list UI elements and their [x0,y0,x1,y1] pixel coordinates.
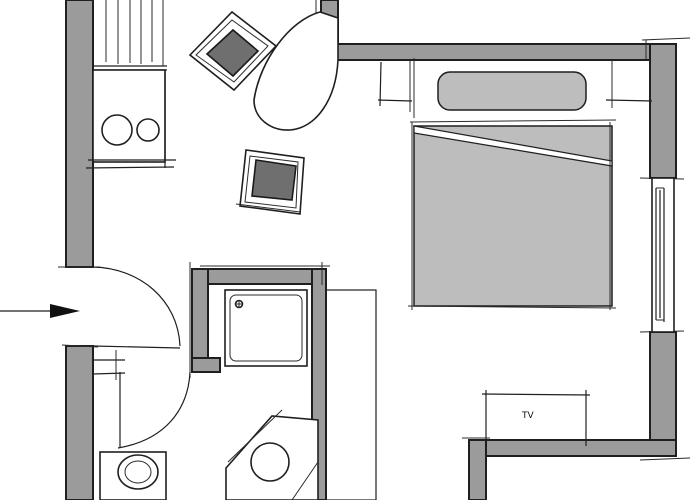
left-partition [92,350,126,380]
washbasin [225,409,319,500]
arrow-right-icon [50,304,80,318]
window-right [651,177,675,333]
basin-bowl [250,442,290,482]
entrance [0,304,80,318]
wall-left-lower [65,345,94,500]
headboard [409,58,587,118]
wall-right-upper [649,43,677,179]
wall-bath-left [191,268,209,372]
wall-room-top [320,43,672,61]
nightstand-right [605,60,653,108]
entry-door-swing [92,266,181,349]
shower [224,289,308,367]
tv-unit: TV [481,390,591,446]
tv-label: TV [521,411,534,421]
chair-bottom [235,149,305,215]
hob-small [136,118,160,142]
wall-right-lower [649,331,677,455]
wall-bath-top [191,268,325,285]
wall-bottom-stub [468,439,487,500]
bed [407,119,617,310]
wall-bath-foot [191,357,221,373]
bathroom-door-swing [117,371,191,449]
wall-left-upper [65,0,94,268]
toilet [99,451,167,500]
kitchenette [85,69,176,169]
round-table [253,11,339,131]
duvet-fold [413,125,613,167]
wardrobe-right-of-bath [325,289,377,500]
wardrobe-rail [93,0,167,71]
wall-bottom-right [468,439,677,457]
nightstand-left [377,61,413,107]
hob-large [101,114,133,146]
